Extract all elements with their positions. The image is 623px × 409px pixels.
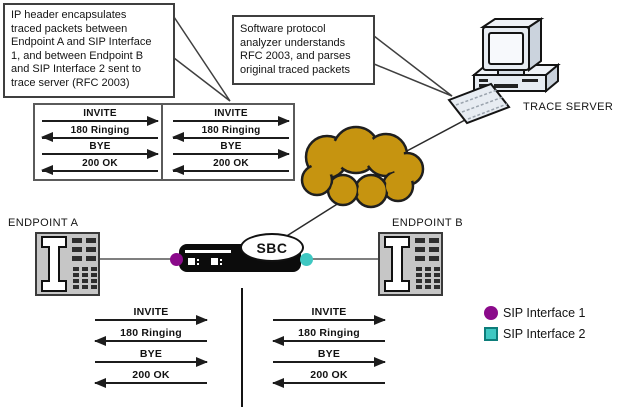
arrow-right-icon	[173, 148, 290, 159]
arrow-right-icon	[95, 356, 208, 367]
sbc-port-icon	[211, 258, 222, 265]
msg-label-invite: INVITE	[83, 108, 117, 119]
sip-interface-1-dot	[170, 253, 183, 266]
msg-label-bye: BYE	[220, 141, 242, 152]
arrow-left-icon	[41, 132, 158, 142]
arrow-left-icon	[272, 335, 385, 346]
sip-interface-2-dot	[300, 253, 313, 266]
msg-label-200ok: 200 OK	[132, 369, 170, 381]
sbc-bubble: SBC	[240, 233, 304, 262]
msg-label-200ok: 200 OK	[213, 157, 249, 169]
msg-label-bye: BYE	[139, 348, 163, 360]
endpoint-b-phone-icon	[378, 232, 443, 296]
trace-server-label: TRACE SERVER	[523, 101, 614, 113]
network-cloud-icon	[300, 125, 425, 209]
arrow-left-icon	[272, 377, 385, 388]
msg-seq-top-left: INVITE 180 Ringing BYE 200 OK	[41, 103, 159, 175]
arrow-left-icon	[172, 132, 289, 142]
callout-analyzer-tail	[373, 34, 453, 97]
legend-sip2-square-icon	[484, 327, 498, 341]
endpoint-a-phone-icon	[35, 232, 100, 296]
legend-sip2-label: SIP Interface 2	[503, 327, 586, 341]
msg-label-bye: BYE	[89, 141, 111, 152]
msg-label-invite: INVITE	[214, 108, 248, 119]
arrow-right-icon	[95, 314, 208, 325]
callout-ip-header: IP header encapsulates traced packets be…	[3, 3, 175, 98]
legend-sip1-circle-icon	[484, 306, 498, 320]
arrow-left-icon	[94, 377, 207, 388]
sbc-label: SBC	[256, 239, 288, 256]
msg-seq-bottom-left: INVITE 180 Ringing BYE 200 OK	[94, 303, 208, 390]
msg-label-ringing: 180 Ringing	[70, 124, 130, 136]
sbc-device-stripe	[185, 250, 231, 253]
arrow-right-icon	[42, 148, 159, 159]
link-sbc-endpointb	[300, 258, 378, 260]
traced-packets-box	[33, 103, 295, 181]
keyboard-icon	[447, 82, 511, 125]
link-endpointa-sbc	[100, 258, 182, 260]
bottom-sequence-divider	[241, 288, 243, 407]
arrow-right-icon	[273, 356, 386, 367]
traced-packets-box-divider	[161, 103, 163, 181]
msg-label-invite: INVITE	[311, 306, 347, 318]
msg-label-ringing: 180 Ringing	[120, 327, 182, 339]
endpoint-a-label: ENDPOINT A	[8, 217, 79, 229]
callout-ip-header-tail	[173, 14, 231, 102]
trace-server-icon	[447, 17, 561, 125]
msg-seq-top-right: INVITE 180 Ringing BYE 200 OK	[172, 103, 290, 175]
msg-label-bye: BYE	[317, 348, 341, 360]
msg-seq-bottom-right: INVITE 180 Ringing BYE 200 OK	[272, 303, 386, 390]
arrow-right-icon	[273, 314, 386, 325]
callout-analyzer: Software protocol analyzer understands R…	[232, 15, 375, 85]
arrow-left-icon	[41, 165, 158, 175]
msg-label-ringing: 180 Ringing	[201, 124, 261, 136]
arrow-left-icon	[94, 335, 207, 346]
endpoint-b-label: ENDPOINT B	[392, 217, 464, 229]
msg-label-200ok: 200 OK	[310, 369, 348, 381]
arrow-right-icon	[42, 115, 159, 126]
msg-label-200ok: 200 OK	[82, 157, 118, 169]
legend-sip1-label: SIP Interface 1	[503, 306, 586, 320]
msg-label-ringing: 180 Ringing	[298, 327, 360, 339]
arrow-left-icon	[172, 165, 289, 175]
msg-label-invite: INVITE	[133, 306, 169, 318]
sbc-port-icon	[188, 258, 199, 265]
arrow-right-icon	[173, 115, 290, 126]
